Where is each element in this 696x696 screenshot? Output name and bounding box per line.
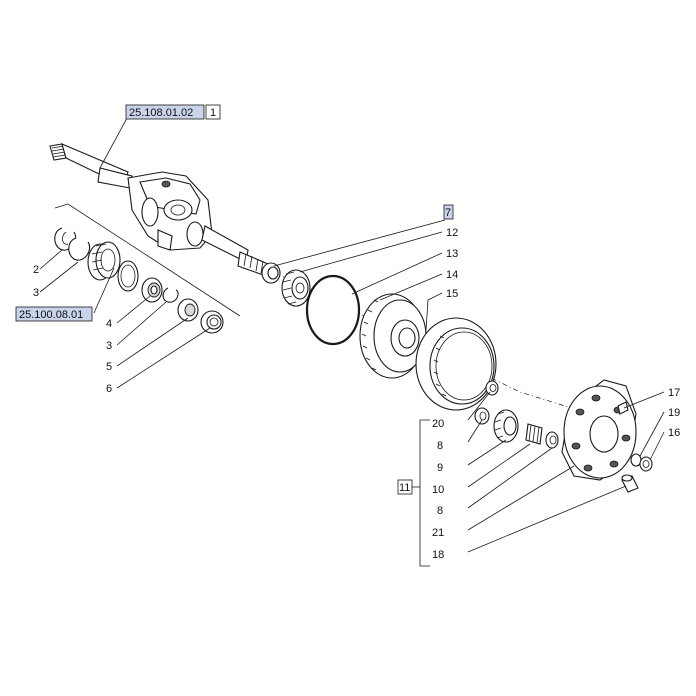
- cover-plate[interactable]: [561, 379, 637, 481]
- callout-4: 4: [106, 318, 112, 330]
- callout-17: 17: [668, 387, 680, 399]
- ref-item-7[interactable]: 7: [443, 204, 454, 220]
- planet-gear-9[interactable]: [493, 409, 519, 443]
- ref-group-11: 11: [397, 479, 413, 495]
- svg-text:7: 7: [445, 207, 451, 219]
- callout-8b: 8: [437, 505, 443, 517]
- callout-10: 10: [432, 484, 444, 496]
- ring-gear-15[interactable]: [415, 317, 497, 411]
- o-ring-13[interactable]: [305, 274, 361, 346]
- seal-6[interactable]: [200, 310, 224, 334]
- svg-text:25.108.01.02: 25.108.01.02: [129, 107, 193, 119]
- svg-text:25.100.08.01: 25.100.08.01: [19, 309, 83, 321]
- callout-12: 12: [446, 227, 458, 239]
- nut-16[interactable]: [639, 456, 653, 472]
- washer-8b[interactable]: [545, 431, 559, 449]
- callout-3a: 3: [33, 287, 39, 299]
- callout-8a: 8: [437, 440, 443, 452]
- needle-bearing-10[interactable]: [525, 423, 543, 445]
- snap-ring-3b[interactable]: [162, 287, 179, 303]
- callout-19: 19: [668, 407, 680, 419]
- pin-18[interactable]: [621, 474, 639, 493]
- planet-carrier-14[interactable]: [359, 293, 427, 379]
- callout-5: 5: [106, 361, 112, 373]
- callout-16: 16: [668, 427, 680, 439]
- bearing-4[interactable]: [141, 277, 163, 303]
- seal-kit[interactable]: [87, 241, 139, 292]
- ref-seal-kit[interactable]: 25.100.08.01: [15, 306, 93, 322]
- callout-15: 15: [446, 288, 458, 300]
- callout-9: 9: [437, 462, 443, 474]
- callout-18: 18: [432, 549, 444, 561]
- screw-17[interactable]: [617, 401, 629, 415]
- svg-text:1: 1: [210, 107, 216, 119]
- callout-21: 21: [432, 527, 444, 539]
- washer-8a[interactable]: [474, 407, 490, 425]
- callout-6: 6: [106, 383, 112, 395]
- ref-shaft-item: 1: [205, 104, 221, 120]
- callout-13: 13: [446, 248, 458, 260]
- sun-gear-12[interactable]: [281, 269, 311, 307]
- callout-20: 20: [432, 418, 444, 430]
- callout-3b: 3: [106, 340, 112, 352]
- ref-shaft-assembly[interactable]: 25.108.01.02: [125, 104, 205, 120]
- washer-20[interactable]: [485, 380, 499, 396]
- washer-7[interactable]: [261, 262, 281, 284]
- callout-14: 14: [446, 269, 458, 281]
- callout-2: 2: [33, 264, 39, 276]
- snap-ring-3a[interactable]: [68, 237, 91, 261]
- washer-5[interactable]: [177, 298, 199, 322]
- svg-text:11: 11: [399, 482, 410, 494]
- axle-shaft[interactable]: [49, 143, 269, 277]
